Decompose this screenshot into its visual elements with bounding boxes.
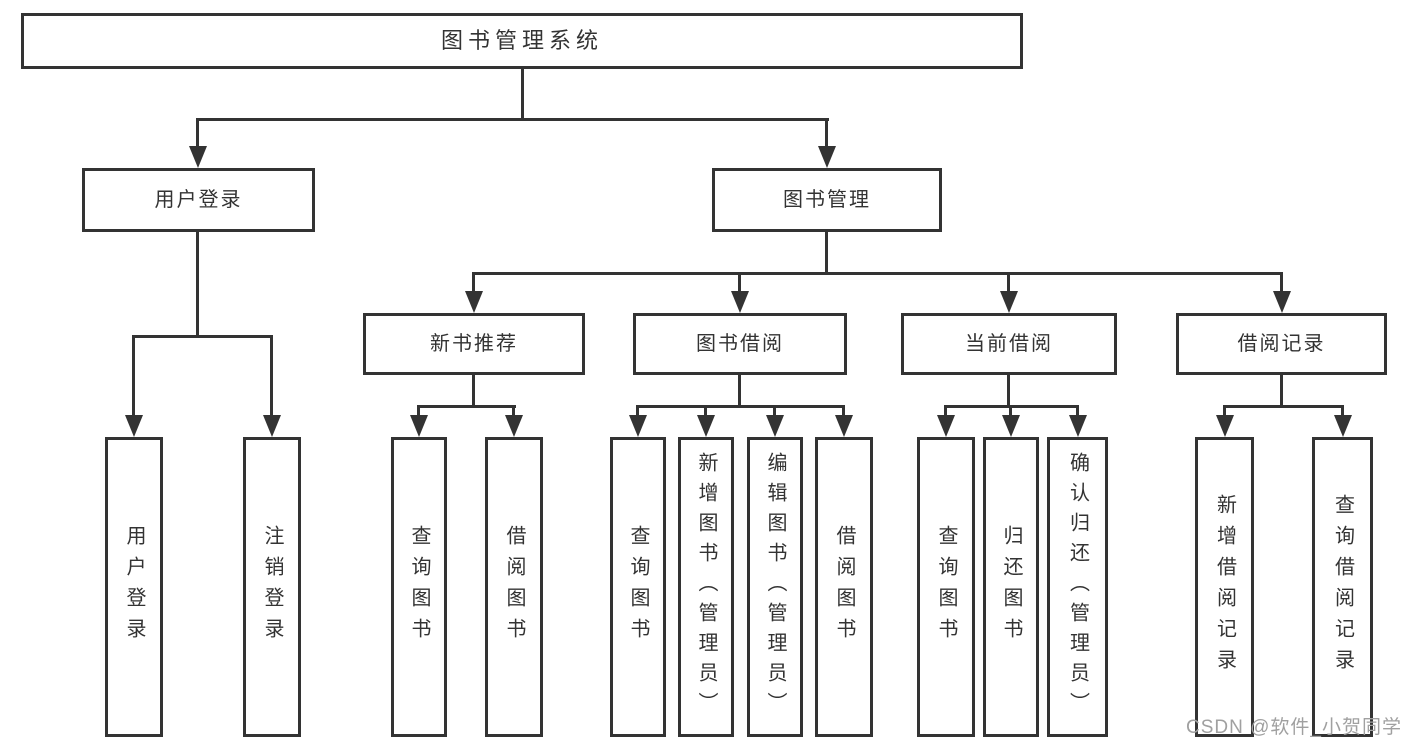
edge-drop-leaf-user-login — [132, 335, 135, 415]
edge-newrec-bar — [417, 405, 516, 408]
arrowhead-user-login — [189, 146, 207, 168]
leaf-record-query: 查询借阅记录 — [1312, 437, 1373, 737]
edge-drop-new-book-recommend — [472, 272, 475, 294]
edge-drop-currentborrow-return — [1009, 405, 1012, 417]
edge-drop-book-management — [825, 118, 828, 148]
edge-drop-bookborrow-borrow — [842, 405, 845, 417]
edge-drop-bookborrow-query — [636, 405, 639, 417]
edge-book-management-stem — [825, 232, 828, 272]
node-new-book-recommend-label: 新书推荐 — [430, 333, 518, 355]
edge-currentborrow-stem — [1007, 375, 1010, 405]
arrowhead-book-borrow — [731, 291, 749, 313]
leaf-current-confirm-return-admin-label: 确认归还（管理员） — [1066, 452, 1089, 722]
leaf-logout: 注销登录 — [243, 437, 301, 737]
arrowhead-bookborrow-borrow — [835, 415, 853, 437]
node-book-borrow: 图书借阅 — [633, 313, 847, 375]
edge-drop-bookborrow-edit — [773, 405, 776, 417]
edge-user-login-bar — [132, 335, 273, 338]
leaf-borrow-add-book-admin: 新增图书（管理员） — [678, 437, 734, 737]
leaf-borrow-query-book-label: 查询图书 — [627, 525, 649, 649]
leaf-current-return-book-label: 归还图书 — [1000, 525, 1022, 649]
node-book-borrow-label: 图书借阅 — [696, 333, 784, 355]
node-borrow-record-label: 借阅记录 — [1237, 333, 1326, 355]
arrowhead-currentborrow-return — [1002, 415, 1020, 437]
node-root-label: 图书管理系统 — [440, 28, 603, 53]
edge-drop-newrec-borrow — [512, 405, 515, 417]
arrowhead-leaf-logout — [263, 415, 281, 437]
leaf-current-query-book: 查询图书 — [917, 437, 975, 737]
edge-drop-current-borrow — [1007, 272, 1010, 294]
leaf-user-login: 用户登录 — [105, 437, 163, 737]
node-user-login-label: 用户登录 — [154, 189, 243, 211]
arrowhead-bookborrow-edit — [766, 415, 784, 437]
node-book-management-label: 图书管理 — [783, 189, 871, 211]
arrowhead-leaf-user-login — [125, 415, 143, 437]
node-root: 图书管理系统 — [21, 13, 1023, 69]
arrowhead-newrec-query — [410, 415, 428, 437]
node-user-login: 用户登录 — [82, 168, 315, 232]
leaf-newrec-query-book-label: 查询图书 — [408, 525, 430, 649]
leaf-record-query-label: 查询借阅记录 — [1331, 494, 1354, 680]
edge-newrec-stem — [472, 375, 475, 405]
edge-drop-borrow-record — [1280, 272, 1283, 294]
edge-borrowrecord-stem — [1280, 375, 1283, 405]
node-borrow-record: 借阅记录 — [1176, 313, 1387, 375]
leaf-borrow-borrow-book: 借阅图书 — [815, 437, 873, 737]
edge-drop-borrowrecord-add — [1223, 405, 1226, 417]
node-current-borrow: 当前借阅 — [901, 313, 1117, 375]
leaf-logout-label: 注销登录 — [261, 525, 283, 649]
leaf-current-return-book: 归还图书 — [983, 437, 1039, 737]
edge-drop-currentborrow-query — [944, 405, 947, 417]
edge-borrowrecord-bar — [1223, 405, 1344, 408]
edge-drop-book-borrow — [738, 272, 741, 294]
edge-root-bar — [197, 118, 829, 121]
csdn-watermark: CSDN @软件_小贺同学 — [1186, 717, 1402, 738]
arrowhead-new-book-recommend — [465, 291, 483, 313]
node-current-borrow-label: 当前借阅 — [965, 333, 1053, 355]
arrowhead-borrowrecord-add — [1216, 415, 1234, 437]
edge-drop-leaf-logout — [270, 335, 273, 415]
arrowhead-current-borrow — [1000, 291, 1018, 313]
leaf-borrow-add-book-admin-label: 新增图书（管理员） — [695, 452, 717, 722]
leaf-current-query-book-label: 查询图书 — [935, 525, 957, 649]
arrowhead-borrow-record — [1273, 291, 1291, 313]
arrowhead-bookborrow-query — [629, 415, 647, 437]
leaf-borrow-borrow-book-label: 借阅图书 — [833, 525, 855, 649]
leaf-current-confirm-return-admin: 确认归还（管理员） — [1047, 437, 1108, 737]
leaf-borrow-edit-book-admin-label: 编辑图书（管理员） — [764, 452, 786, 722]
leaf-newrec-query-book: 查询图书 — [391, 437, 447, 737]
leaf-user-login-label: 用户登录 — [123, 525, 145, 649]
leaf-borrow-query-book: 查询图书 — [610, 437, 666, 737]
node-book-management: 图书管理 — [712, 168, 942, 232]
leaf-record-add-label: 新增借阅记录 — [1213, 494, 1236, 680]
edge-drop-bookborrow-add — [704, 405, 707, 417]
arrowhead-bookborrow-add — [697, 415, 715, 437]
edge-root-stem — [521, 69, 524, 118]
edge-bookborrow-stem — [738, 375, 741, 405]
edge-drop-borrowrecord-query — [1341, 405, 1344, 417]
arrowhead-newrec-borrow — [505, 415, 523, 437]
leaf-borrow-edit-book-admin: 编辑图书（管理员） — [747, 437, 803, 737]
edge-bookborrow-bar — [636, 405, 845, 408]
arrowhead-borrowrecord-query — [1334, 415, 1352, 437]
edge-drop-newrec-query — [417, 405, 420, 417]
leaf-newrec-borrow-book: 借阅图书 — [485, 437, 543, 737]
node-new-book-recommend: 新书推荐 — [363, 313, 585, 375]
arrowhead-currentborrow-confirm — [1069, 415, 1087, 437]
edge-drop-currentborrow-confirm — [1076, 405, 1079, 417]
arrowhead-currentborrow-query — [937, 415, 955, 437]
arrowhead-book-management — [818, 146, 836, 168]
leaf-newrec-borrow-book-label: 借阅图书 — [503, 525, 525, 649]
leaf-record-add: 新增借阅记录 — [1195, 437, 1254, 737]
edge-user-login-stem — [196, 232, 199, 335]
edge-drop-user-login — [196, 118, 199, 148]
edge-book-management-bar — [472, 272, 1283, 275]
